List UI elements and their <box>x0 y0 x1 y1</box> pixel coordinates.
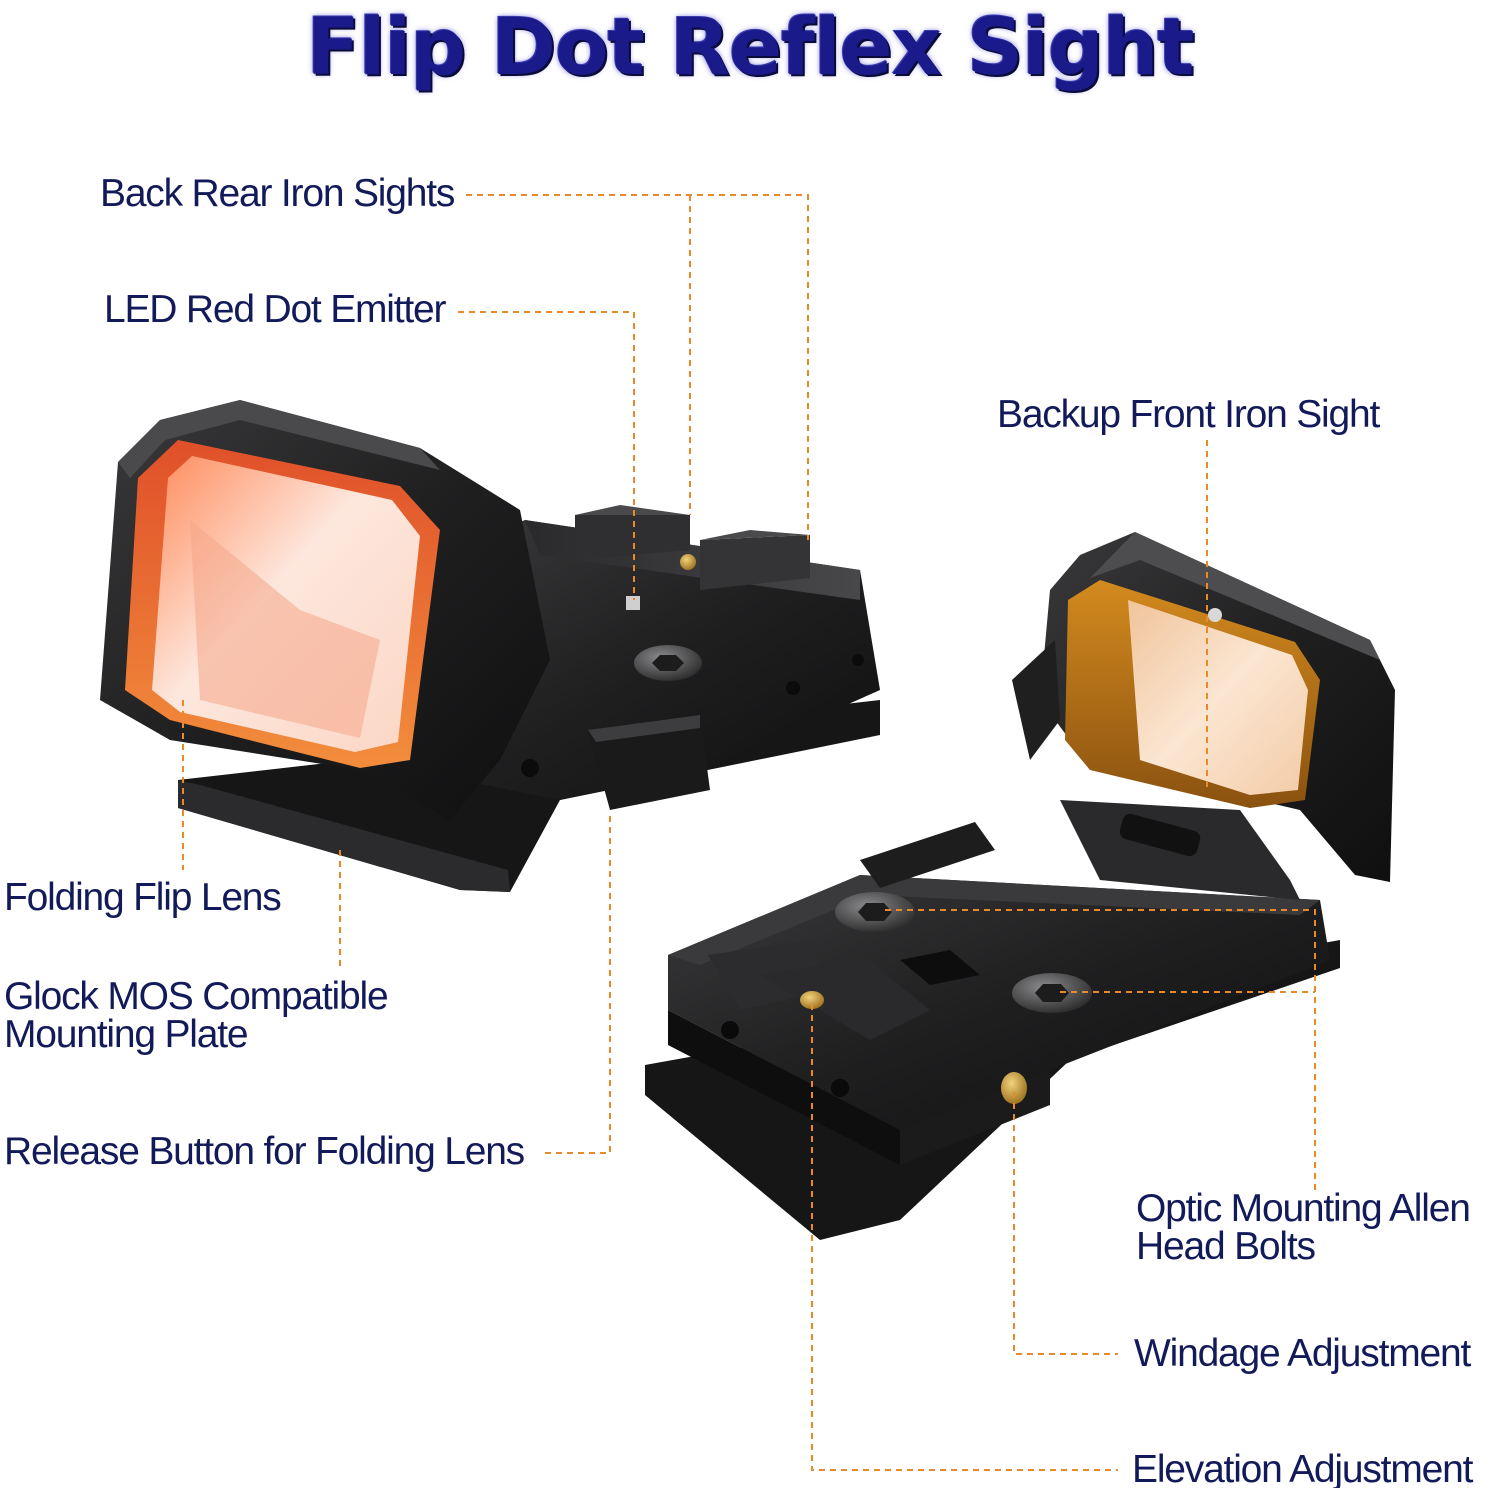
label-led-red-dot-emitter: LED Red Dot Emitter <box>104 288 447 331</box>
elevation-screw <box>800 991 824 1009</box>
label-windage-adjustment: Windage Adjustment <box>1134 1332 1471 1375</box>
label-optic-mounting-bolts: Optic Mounting Allen Head Bolts <box>1136 1187 1471 1268</box>
rear-iron-sight-right-post <box>700 535 810 590</box>
front-iron-sight-dot <box>1208 608 1222 622</box>
page-title: Flip Dot Reflex Sight <box>306 3 1194 93</box>
left-sight-folded-up <box>100 400 880 892</box>
label-folding-flip-lens: Folding Flip Lens <box>4 876 282 919</box>
leader-led-emitter <box>458 311 635 600</box>
label-backup-front-iron-sight: Backup Front Iron Sight <box>997 393 1380 436</box>
leader-windage <box>1013 1092 1118 1355</box>
release-button-right <box>860 822 995 888</box>
rear-iron-sight-left-post <box>575 515 690 560</box>
leader-release-button <box>545 812 611 1154</box>
right-sight-folded-down <box>645 532 1395 1240</box>
label-elevation-adjustment: Elevation Adjustment <box>1132 1448 1473 1488</box>
leader-allen-bolts <box>885 909 1316 1190</box>
hinge-spring <box>1119 813 1201 857</box>
leader-elevation <box>811 1004 1118 1471</box>
label-release-button: Release Button for Folding Lens <box>4 1130 525 1173</box>
windage-screw <box>1001 1072 1027 1104</box>
base-body-right <box>668 875 1330 1130</box>
led-emitter <box>626 596 640 610</box>
brass-screw-left <box>680 554 696 570</box>
leader-back-rear-iron-sights <box>466 194 809 540</box>
label-glock-mos-mounting-plate: Glock MOS Compatible Mounting Plate <box>4 975 389 1056</box>
label-back-rear-iron-sights: Back Rear Iron Sights <box>100 172 455 215</box>
front-iron-sight-block-2 <box>760 958 930 1040</box>
leader-lines <box>182 194 1316 1471</box>
